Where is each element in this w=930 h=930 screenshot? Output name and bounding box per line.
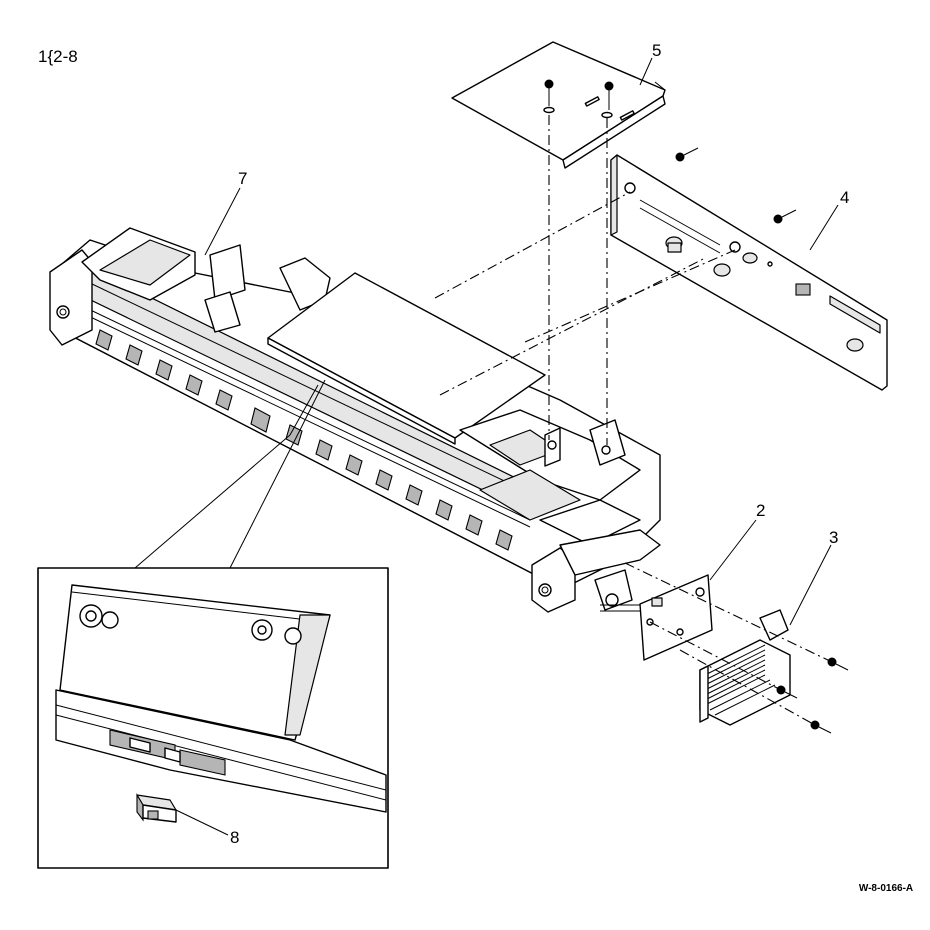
figure-reference: 1{2-8: [38, 47, 78, 66]
callout-3: 3: [829, 528, 838, 547]
callout-5: 5: [652, 41, 661, 60]
part-3-heat-sink: [699, 609, 791, 726]
detail-inset: [37, 379, 389, 869]
heat-sink-fins: [704, 644, 776, 716]
callout-4: 4: [840, 188, 849, 207]
callout-2: 2: [756, 501, 765, 520]
callout-leaders: [204, 57, 839, 626]
part-5-cover-plate: [451, 41, 666, 169]
callout-8: 8: [230, 828, 239, 847]
assembly-guide-lines: [153, 115, 833, 790]
part-2-bracket-plate: [639, 574, 713, 661]
callout-7: 7: [238, 169, 247, 188]
figure-code: W-8-0166-A: [859, 883, 913, 894]
part-4-circuit-board: [610, 147, 888, 391]
main-chassis-assembly: [49, 227, 661, 613]
chassis-teeth: [95, 329, 513, 551]
part-8-sensor: [136, 793, 177, 823]
